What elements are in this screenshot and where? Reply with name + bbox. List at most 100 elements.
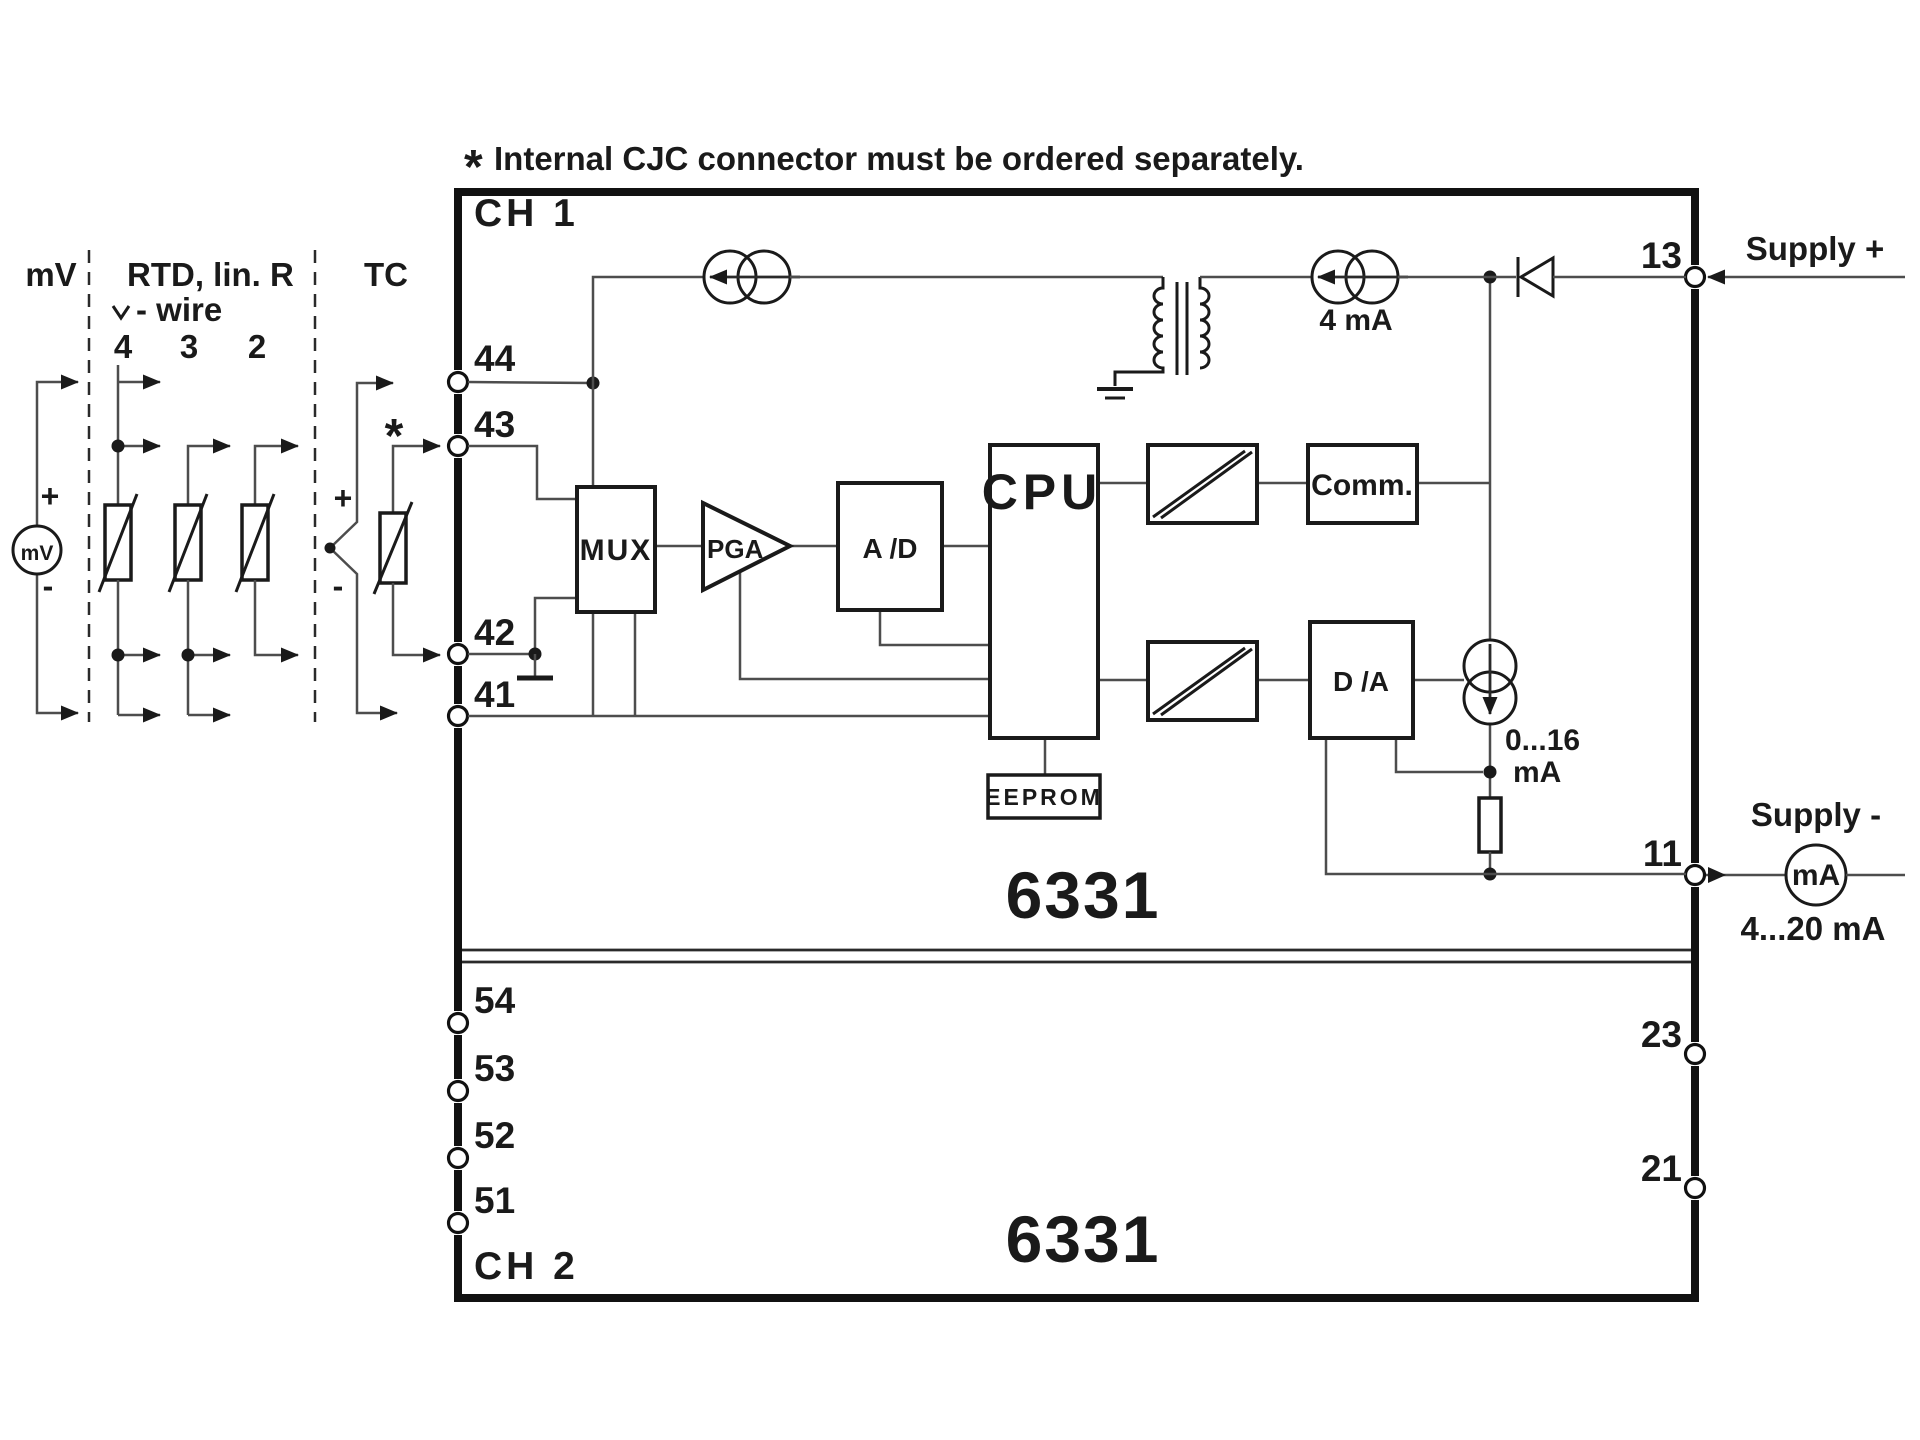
terminal-53 <box>446 1079 470 1103</box>
wire-count-arrow-icon <box>111 305 131 321</box>
terminal-43-label: 43 <box>474 404 515 445</box>
wire3-label: 3 <box>180 328 198 365</box>
mv-source-circle <box>11 524 63 576</box>
wire-output-return <box>1324 738 1686 876</box>
wire-43-mux <box>468 444 577 501</box>
terminal-11-label: 11 <box>1643 833 1682 874</box>
eeprom-block <box>986 773 1102 820</box>
wire4-label: 4 <box>114 328 133 365</box>
adc-block <box>836 481 944 612</box>
mv-source: mV + - <box>11 374 79 721</box>
comm-block <box>1306 443 1419 525</box>
current-4ma-label: 4 mA <box>1319 304 1392 337</box>
terminal-52-label: 52 <box>474 1115 515 1156</box>
terminal-54 <box>446 1011 470 1035</box>
supply-current-source: 4 mA <box>1310 249 1686 337</box>
wire-cpu-pga-control <box>738 571 990 681</box>
loop-out-arrow <box>1708 867 1726 883</box>
ch2-label: CH 2 <box>474 1245 579 1288</box>
tc-minus: - <box>333 568 344 604</box>
pga-block <box>701 499 795 594</box>
terminal-43 <box>446 434 470 458</box>
transformer <box>1097 275 1312 400</box>
ch1-label: CH 1 <box>474 192 579 235</box>
terminal-52 <box>446 1146 470 1170</box>
supply-plus-side: Supply + <box>1707 230 1905 285</box>
terminal-44-label: 44 <box>474 338 516 379</box>
terminal-51 <box>446 1211 470 1235</box>
cjc-asterisk: * <box>385 410 404 463</box>
eeprom-label: EEPROM <box>985 784 1103 810</box>
sensor-headers: mV RTD, lin. R - wire 4 3 2 TC <box>25 256 408 365</box>
terminal-53-label: 53 <box>474 1048 515 1089</box>
comm-label: Comm. <box>1311 469 1413 502</box>
supply-plus-label: Supply + <box>1746 230 1884 267</box>
isolation-block-top <box>1146 443 1259 525</box>
model-ch1: 6331 <box>1006 858 1161 932</box>
wire-42-mux <box>468 596 577 656</box>
adc-label: A /D <box>863 533 918 564</box>
tc-sensor: + - * <box>324 375 441 721</box>
terminals-left-ch2: 54 53 52 51 <box>446 980 516 1235</box>
supply-minus-label: Supply - <box>1751 796 1881 833</box>
tc-plus: + <box>334 480 353 516</box>
terminal-41 <box>446 704 470 728</box>
current-016-unit: mA <box>1513 756 1561 789</box>
mux-block <box>575 485 657 614</box>
mv-plus: + <box>41 478 60 514</box>
diode-icon <box>1518 255 1555 299</box>
terminal-21-label: 21 <box>1641 1148 1682 1189</box>
terminal-54-label: 54 <box>474 980 516 1021</box>
rtd-2wire <box>234 438 299 663</box>
pga-label: PGA <box>707 534 764 564</box>
tc-junction <box>324 542 336 554</box>
dac-label: D /A <box>1333 666 1389 697</box>
mv-minus: - <box>43 568 54 604</box>
wire-suffix-label: - wire <box>136 291 222 328</box>
terminal-13-label: 13 <box>1641 235 1682 276</box>
wire-excitation-vertical <box>591 275 704 487</box>
terminal-23 <box>1683 1042 1707 1066</box>
footnote-text: Internal CJC connector must be ordered s… <box>494 140 1304 177</box>
wire-44-rail <box>467 380 594 385</box>
footnote-asterisk: * <box>464 141 483 194</box>
terminal-51-label: 51 <box>474 1180 515 1221</box>
terminal-44 <box>446 370 470 394</box>
terminals-left-ch1: 44 43 42 41 <box>446 338 516 728</box>
wire2-label: 2 <box>248 328 266 365</box>
tc-column-label: TC <box>364 256 408 293</box>
mux-label: MUX <box>580 534 653 567</box>
mv-source-label: mV <box>21 542 54 565</box>
terminal-42 <box>446 642 470 666</box>
terminal-13 <box>1683 265 1707 289</box>
internal-wiring <box>467 270 1686 881</box>
loop-current-label: 4...20 mA <box>1741 910 1886 947</box>
mv-column-label: mV <box>25 256 76 293</box>
ammeter-label: mA <box>1792 859 1840 892</box>
rtd-3wire <box>167 438 231 723</box>
terminal-23-label: 23 <box>1641 1014 1682 1055</box>
supply-minus-side: mA Supply - 4...20 mA <box>1706 796 1905 947</box>
terminal-11 <box>1683 863 1707 887</box>
shunt-resistor <box>1477 796 1503 854</box>
current-016-label: 0...16 <box>1505 724 1580 757</box>
output-current-source: 0...16 mA <box>1462 638 1580 789</box>
cpu-block <box>988 443 1100 740</box>
model-ch2: 6331 <box>1006 1202 1161 1276</box>
rtd-column-label: RTD, lin. R <box>127 256 294 293</box>
transformer-secondary <box>1198 277 1211 370</box>
transformer-primary <box>1113 277 1165 386</box>
cpu-label: CPU <box>982 464 1103 520</box>
channel-divider <box>462 948 1691 964</box>
rtd-4wire <box>97 365 161 723</box>
isolation-block-bottom <box>1146 640 1259 722</box>
excitation-current-source <box>702 249 1163 305</box>
wire-dac-feedback <box>1394 738 1483 774</box>
dac-block <box>1308 620 1415 740</box>
terminal-42-label: 42 <box>474 612 515 653</box>
terminal-21 <box>1683 1176 1707 1200</box>
module-border <box>454 188 1699 1302</box>
wire-cpu-adc-control <box>878 610 990 647</box>
